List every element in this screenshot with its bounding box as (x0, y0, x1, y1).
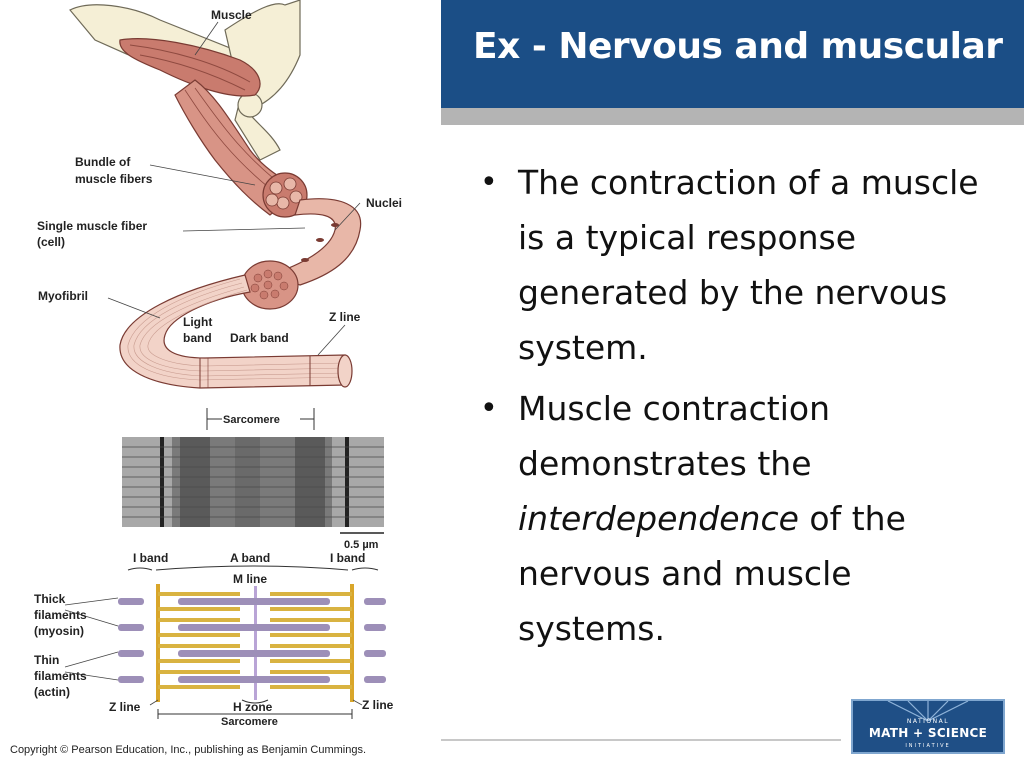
filament-diagram (118, 584, 386, 702)
label-myofibril: Myofibril (38, 289, 88, 303)
label-h-zone: H zone (233, 700, 273, 714)
label-bundle-line2: muscle fibers (75, 172, 153, 186)
label-m-line: M line (233, 572, 267, 586)
label-i-band-right: I band (330, 551, 365, 565)
muscle-diagram: Muscle Bundle of muscle fibers Single mu… (34, 0, 402, 728)
nmsi-logo: NATIONAL MATH + SCIENCE INITIATIVE (851, 699, 1005, 754)
label-thick-line1: Thick (34, 592, 66, 606)
single-fiber (241, 198, 362, 310)
label-scale: 0.5 µm (344, 539, 379, 551)
leader-lines (64, 21, 363, 706)
label-thin-line2: filaments (34, 669, 87, 683)
filament-row (158, 644, 352, 663)
label-single-fiber-line1: Single muscle fiber (37, 219, 147, 233)
label-light-band-line1: Light (183, 315, 212, 329)
label-z-line-left: Z line (109, 700, 141, 714)
band-brackets (127, 565, 379, 571)
label-muscle: Muscle (211, 8, 252, 22)
sarcomere-bracket-top (206, 408, 315, 430)
label-z-line-right: Z line (362, 698, 394, 712)
bullet-item: • The contraction of a muscle is a typic… (478, 155, 998, 375)
slide-title: Ex - Nervous and muscular (473, 26, 1003, 67)
electron-micrograph (122, 437, 384, 527)
label-bundle-line1: Bundle of (75, 155, 131, 169)
label-thick-line2: filaments (34, 608, 87, 622)
bullet-text-end: of the nervous and muscle systems. (518, 499, 906, 648)
bullet-item: • Muscle contraction demonstrates the in… (478, 381, 998, 656)
label-thin-line1: Thin (34, 653, 59, 667)
fiber-bundle (174, 79, 308, 218)
copyright-text: Copyright © Pearson Education, Inc., pub… (10, 744, 367, 756)
label-sarcomere-bottom: Sarcomere (221, 716, 278, 728)
bullet-list: • The contraction of a muscle is a typic… (478, 155, 998, 662)
title-bar: Ex - Nervous and muscular (441, 0, 1024, 108)
title-bar-shadow (441, 108, 1024, 125)
bullet-emphasis: interdependence (518, 499, 799, 538)
muscle-structure-figure: Muscle Bundle of muscle fibers Single mu… (0, 0, 441, 768)
footer-divider (441, 739, 841, 741)
label-i-band-left: I band (133, 551, 168, 565)
bullet-text: Muscle contraction demonstrates the (518, 389, 831, 483)
bullet-text: The contraction of a muscle is a typical… (518, 163, 979, 367)
bullet-dot-icon: • (480, 165, 498, 200)
label-z-line-top: Z line (329, 310, 361, 324)
sarcomere-bracket-bottom (157, 699, 353, 719)
label-a-band: A band (230, 551, 270, 565)
label-nuclei: Nuclei (366, 196, 402, 210)
filament-row (158, 670, 352, 689)
bullet-dot-icon: • (480, 391, 498, 426)
myofibril (119, 274, 353, 389)
logo-line2: MATH + SCIENCE (868, 726, 988, 740)
logo-line1: NATIONAL (906, 718, 950, 725)
label-thin-line3: (actin) (34, 685, 70, 699)
filament-row (158, 592, 352, 611)
label-thick-line3: (myosin) (34, 624, 84, 638)
logo-rays-icon (887, 701, 969, 721)
label-dark-band: Dark band (230, 331, 289, 345)
logo-line3: INITIATIVE (905, 743, 951, 749)
label-light-band-line2: band (183, 331, 212, 345)
label-single-fiber-line2: (cell) (37, 235, 65, 249)
filament-row (158, 618, 352, 637)
label-sarcomere-top: Sarcomere (223, 414, 280, 426)
muscle-belly (119, 38, 261, 97)
